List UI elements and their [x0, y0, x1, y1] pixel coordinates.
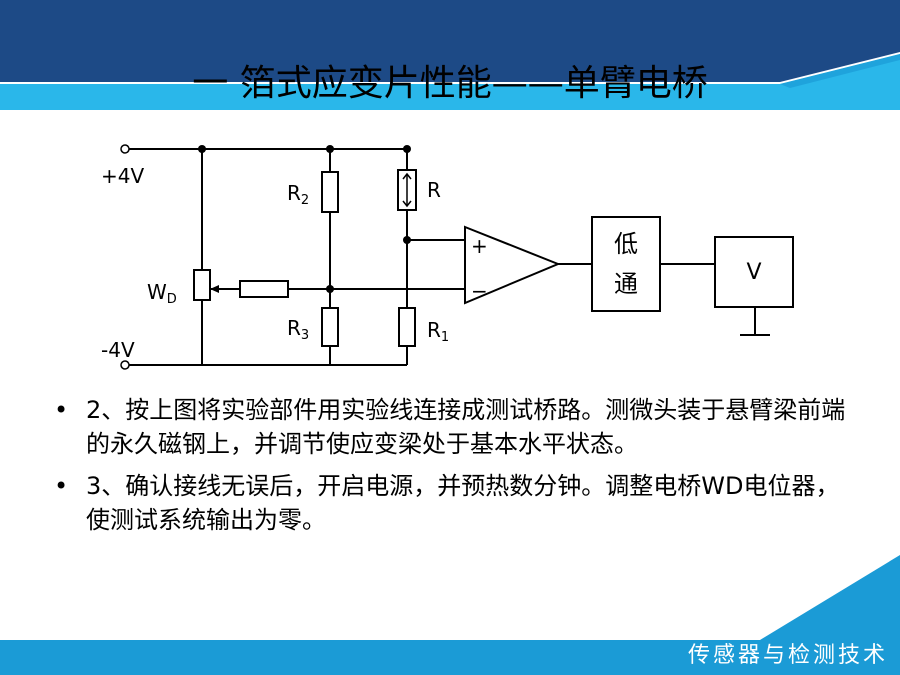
bullet-list: • 2、按上图将实验部件用实验线连接成测试桥路。测微头装于悬臂梁前端的永久磁钢上，…	[50, 393, 850, 545]
bridge-circuit-diagram: +4V -4V WD R2 R R3 R1 + − 低 通 V	[101, 144, 794, 370]
bullet-text: 3、确认接线无误后，开启电源，并预热数分钟。调整电桥WD电位器，使测试系统输出为…	[86, 472, 840, 534]
footer-course-title: 传感器与检测技术	[687, 643, 888, 668]
plus-supply-label: +4V	[101, 164, 144, 188]
r3-label: R3	[287, 316, 309, 343]
opamp-minus-label: −	[471, 279, 488, 303]
voltmeter-label: V	[746, 260, 761, 285]
r2-label: R2	[287, 181, 309, 208]
bullet-marker: •	[54, 396, 69, 424]
header-band	[0, 0, 900, 110]
bullet-marker: •	[54, 472, 69, 500]
r1-label: R1	[427, 318, 449, 345]
potentiometer-label: WD	[147, 280, 177, 307]
lowpass-label-line1: 低	[614, 230, 638, 258]
opamp-plus-label: +	[471, 234, 488, 258]
minus-supply-label: -4V	[101, 338, 135, 362]
footer-band	[0, 640, 900, 675]
lowpass-label-line2: 通	[614, 270, 638, 298]
slide-title: 一 箔式应变片性能——单臂电桥	[192, 63, 708, 104]
r-strain-gauge-label: R	[427, 178, 441, 202]
bullet-text: 2、按上图将实验部件用实验线连接成测试桥路。测微头装于悬臂梁前端的永久磁钢上，并…	[86, 396, 846, 458]
list-item: • 2、按上图将实验部件用实验线连接成测试桥路。测微头装于悬臂梁前端的永久磁钢上，…	[50, 393, 850, 461]
list-item: • 3、确认接线无误后，开启电源，并预热数分钟。调整电桥WD电位器，使测试系统输出…	[50, 469, 850, 537]
